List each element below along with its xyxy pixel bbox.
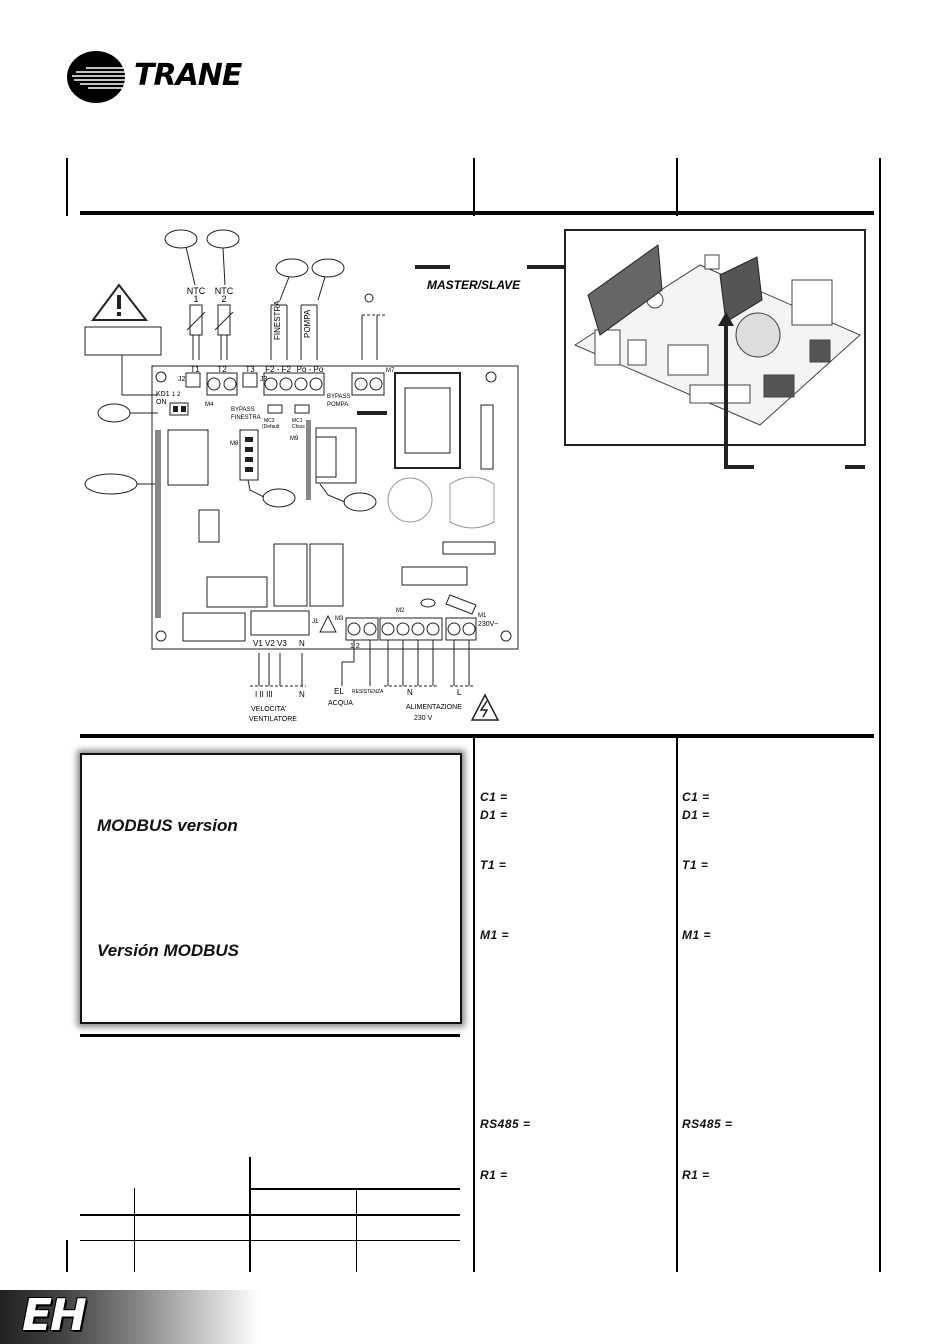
- legend-t1: T1 =: [480, 858, 507, 872]
- alimentazione-label: ALIMENTAZIONE: [406, 704, 462, 711]
- bypass-pompa-1: BYPASS: [327, 394, 351, 400]
- supply-volt-label: 230 V: [414, 715, 433, 722]
- column-divider: [66, 158, 68, 216]
- column-divider: [66, 1240, 68, 1272]
- column-divider: [473, 158, 475, 216]
- section-rule: [80, 1034, 460, 1037]
- trademark-mark: ·: [224, 63, 227, 70]
- legend-r1: R1 =: [480, 1168, 508, 1182]
- wiring-diagram: NTC 1 NTC 2 FINESTRA POMPA T1 T2 T3 F2 -…: [84, 229, 866, 723]
- right-border: [879, 158, 881, 1272]
- resistenza-label: RESISTENZA: [352, 689, 384, 695]
- t2-label: T2: [217, 365, 227, 374]
- footer-model-label: EH: [22, 1290, 87, 1341]
- velocita-label: VELOCITA': [251, 706, 286, 713]
- legend-c1: C1 =: [480, 790, 508, 804]
- j2-label: J2: [178, 376, 186, 383]
- j3-label: J3: [260, 376, 268, 383]
- m1-label: M1: [478, 613, 487, 619]
- legend-d1: D1 =: [682, 808, 710, 822]
- el-label: EL: [334, 687, 344, 696]
- m7-label: M7: [386, 368, 395, 374]
- t1-label: T1: [190, 365, 200, 374]
- footer-band: [0, 1290, 260, 1344]
- vel-n: N: [299, 690, 305, 699]
- table-divider: [356, 1190, 357, 1272]
- column-divider: [473, 738, 475, 1272]
- pompa-label: POMPA: [303, 309, 312, 338]
- table-rule: [80, 1214, 460, 1216]
- m9-label: M9: [290, 436, 299, 442]
- master-slave-label: MASTER/SLAVE: [427, 278, 521, 292]
- section-rule: [80, 734, 874, 738]
- popo-label: Po - Po: [297, 365, 324, 374]
- mc2-label: MC2: [264, 418, 275, 424]
- legend-m1: M1 =: [682, 928, 712, 942]
- modbus-version-en: MODBUS version: [97, 816, 238, 835]
- legend-c1: C1 =: [682, 790, 710, 804]
- bypass-finestra-1: BYPASS: [231, 407, 255, 413]
- vel-roman: I II III: [255, 690, 273, 699]
- bypass-finestra-2: FINESTRA: [231, 415, 261, 421]
- table-rule: [250, 1188, 460, 1190]
- n-supply-label: N: [407, 688, 413, 697]
- modbus-version-es: Versión MODBUS: [97, 941, 240, 960]
- finestra-label: FINESTRA: [273, 300, 282, 340]
- mc1-label: MC1: [292, 418, 303, 424]
- legend-r1: R1 =: [682, 1168, 710, 1182]
- l-supply-label: L: [457, 688, 462, 697]
- m4-label: M4: [205, 402, 214, 408]
- ventilatore-label: VENTILATORE: [249, 716, 297, 723]
- j1-label: J1: [312, 619, 319, 625]
- modbus-info-box: MODBUS version Versión MODBUS: [80, 753, 462, 1024]
- legend-rs485: RS485 =: [682, 1117, 733, 1131]
- trane-logo-mark: [67, 51, 125, 103]
- legend-rs485: RS485 =: [480, 1117, 531, 1131]
- on-label: ON: [156, 399, 167, 406]
- m1-volt-label: 230V~: [478, 621, 498, 628]
- section-rule: [80, 211, 874, 215]
- bypass-pompa-2: POMPA: [327, 402, 348, 408]
- v1v2v3-label: V1 V2 V3: [253, 639, 287, 648]
- m3-label: M3: [335, 616, 344, 622]
- acqua-label: ACQUA: [328, 700, 353, 707]
- kd1-label: KD1: [156, 391, 170, 398]
- legend-d1: D1 =: [480, 808, 508, 822]
- ntc2-number: 2: [221, 294, 226, 304]
- brand-name: TRANE: [134, 58, 242, 93]
- ntc2-label: NTC: [215, 286, 234, 296]
- column-divider: [676, 738, 678, 1272]
- ntc1-number: 1: [193, 294, 198, 304]
- t3-label: T3: [245, 365, 255, 374]
- mc1-sub: Chius: [292, 424, 305, 430]
- m8-label: M8: [230, 441, 239, 447]
- column-divider: [676, 158, 678, 216]
- table-rule: [80, 1240, 460, 1241]
- legend-t1: T1 =: [682, 858, 709, 872]
- kd-numbers: 1 2: [172, 392, 181, 398]
- n-terminal-label: N: [299, 639, 305, 648]
- ntc1-label: NTC: [187, 286, 206, 296]
- mc2-sub: (Default: [262, 424, 280, 430]
- m3-pins: 1 2: [350, 643, 360, 650]
- legend-m1: M1 =: [480, 928, 510, 942]
- m2-label: M2: [396, 608, 405, 614]
- f2f2-label: F2 - F2: [265, 365, 291, 374]
- table-divider: [134, 1188, 135, 1272]
